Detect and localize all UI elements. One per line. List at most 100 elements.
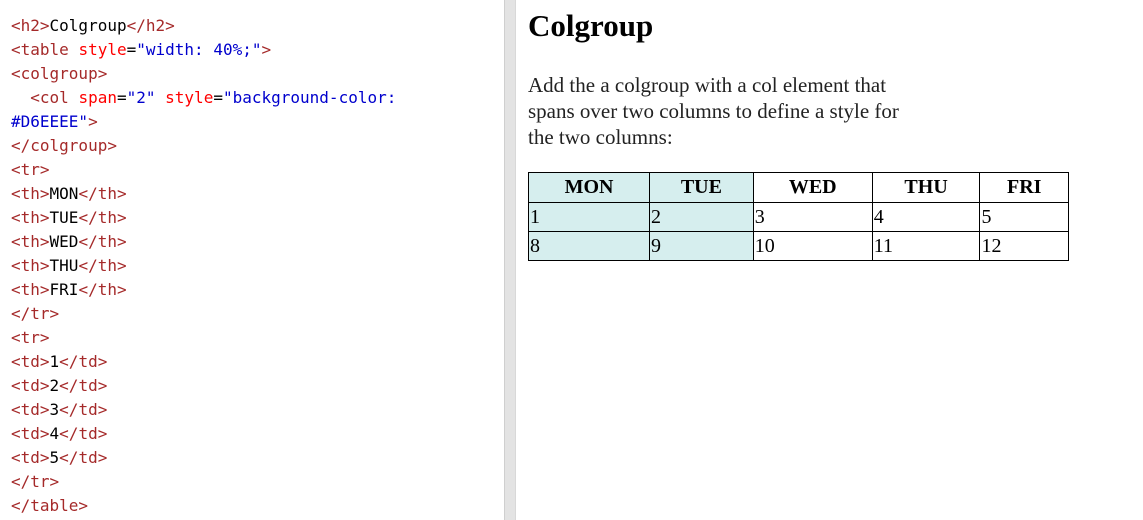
code-token-txt: =	[213, 88, 223, 107]
code-token-txt: THU	[49, 256, 79, 275]
code-line: <col span="2" style="background-color:	[11, 86, 504, 110]
code-line: <th>FRI</th>	[11, 278, 504, 302]
code-token-tag: <th>	[11, 256, 50, 275]
table-cell: 11	[871, 231, 981, 261]
code-line: <td>5</td>	[11, 446, 504, 470]
code-token-tag: </td>	[59, 400, 108, 419]
code-line: </colgroup>	[11, 134, 504, 158]
code-line: <td>4</td>	[11, 422, 504, 446]
code-line: #D6EEEE">	[11, 110, 504, 134]
header-cell: TUE	[649, 172, 754, 203]
code-token-tag: <h2>	[11, 16, 50, 35]
code-token-txt: =	[126, 40, 137, 59]
table-cell: 5	[979, 202, 1069, 232]
code-line: <table style="width: 40%;">	[11, 38, 504, 62]
code-token-tag: </th>	[78, 184, 127, 203]
code-token-tag: >	[88, 112, 98, 131]
code-token-txt: FRI	[49, 280, 79, 299]
code-token-tag: </th>	[78, 208, 127, 227]
code-token-tag: </td>	[59, 352, 108, 371]
code-token-tag: <colgroup>	[11, 64, 108, 83]
code-token-tag: </th>	[78, 256, 127, 275]
code-token-tag: <td>	[11, 352, 50, 371]
code-token-txt: Colgroup	[49, 16, 127, 35]
code-token-txt	[156, 88, 166, 107]
code-token-txt: 1	[49, 352, 60, 371]
table-row: 1 2 3 4 5	[527, 202, 1069, 232]
code-token-txt: TUE	[49, 208, 79, 227]
table-cell: 3	[752, 202, 873, 232]
code-token-tag: </th>	[78, 280, 127, 299]
table-cell: 4	[871, 202, 981, 232]
code-line: <tr>	[11, 158, 504, 182]
code-token-val: "width: 40%;"	[136, 40, 262, 59]
code-token-tag: </td>	[59, 448, 108, 467]
code-token-tag: >	[261, 40, 272, 59]
code-token-tag: </tr>	[11, 472, 60, 491]
demo-table: MON TUE WED THU FRI 1 2 3 4 5 8 9 10 11 …	[527, 172, 1069, 261]
code-editor[interactable]: <h2>Colgroup</h2><table style="width: 40…	[0, 0, 504, 518]
code-token-val: "background-color:	[222, 88, 397, 107]
header-cell: THU	[871, 172, 981, 203]
code-token-tag: </td>	[59, 424, 108, 443]
code-token-tag: </td>	[59, 376, 108, 395]
code-token-tag: </tr>	[11, 304, 60, 323]
code-line: <colgroup>	[11, 62, 504, 86]
code-token-attr: span	[78, 88, 117, 107]
code-line: </tr>	[11, 302, 504, 326]
code-token-val: #D6EEEE"	[11, 112, 89, 131]
code-token-tag: </table>	[11, 496, 89, 515]
code-token-tag: </colgroup>	[11, 136, 117, 155]
code-token-tag: <td>	[11, 376, 50, 395]
code-line: <th>WED</th>	[11, 230, 504, 254]
table-cell: 2	[649, 202, 754, 232]
code-token-tag: </th>	[78, 232, 127, 251]
table-cell: 1	[527, 202, 651, 232]
code-token-tag: <th>	[11, 280, 50, 299]
code-line: <td>3</td>	[11, 398, 504, 422]
table-cell: 8	[527, 231, 651, 261]
header-cell: WED	[752, 172, 873, 203]
code-line: <h2>Colgroup</h2>	[11, 14, 504, 38]
code-token-tag: <td>	[11, 424, 50, 443]
code-token-tag: <th>	[11, 208, 50, 227]
header-cell: FRI	[979, 172, 1069, 203]
code-token-txt: 4	[49, 424, 60, 443]
table-cell: 9	[649, 231, 754, 261]
result-preview-panel: Colgroup Add the a colgroup with a col e…	[516, 0, 1143, 520]
code-token-val: "2"	[126, 88, 156, 107]
header-cell: MON	[527, 172, 651, 203]
code-line: <th>TUE</th>	[11, 206, 504, 230]
code-token-tag: <col	[11, 88, 79, 107]
code-token-txt: 5	[49, 448, 60, 467]
code-line: </table>	[11, 494, 504, 518]
code-token-txt: 3	[49, 400, 60, 419]
table-cell: 12	[979, 231, 1069, 261]
preview-description: Add the a colgroup with a col element th…	[528, 73, 899, 149]
code-token-txt: MON	[49, 184, 79, 203]
code-token-tag: </h2>	[126, 16, 175, 35]
code-token-attr: style	[78, 40, 127, 59]
code-token-attr: style	[165, 88, 214, 107]
code-token-txt: WED	[49, 232, 79, 251]
code-token-txt: 2	[49, 376, 60, 395]
code-line: <th>THU</th>	[11, 254, 504, 278]
code-token-tag: <tr>	[11, 160, 50, 179]
code-token-tag: <td>	[11, 400, 50, 419]
code-line: </tr>	[11, 470, 504, 494]
code-token-tag: <table	[11, 40, 79, 59]
panel-resize-handle[interactable]	[504, 0, 516, 520]
table-row: 8 9 10 11 12	[527, 231, 1069, 261]
code-line: <td>2</td>	[11, 374, 504, 398]
code-line: <td>1</td>	[11, 350, 504, 374]
code-token-tag: <tr>	[11, 328, 50, 347]
code-line: <th>MON</th>	[11, 182, 504, 206]
code-token-tag: <td>	[11, 448, 50, 467]
code-token-tag: <th>	[11, 184, 50, 203]
code-line: <tr>	[11, 326, 504, 350]
code-token-tag: <th>	[11, 232, 50, 251]
code-editor-panel[interactable]: <h2>Colgroup</h2><table style="width: 40…	[0, 0, 504, 520]
table-header-row: MON TUE WED THU FRI	[527, 172, 1069, 203]
code-token-txt: =	[116, 88, 127, 107]
preview-heading: Colgroup	[528, 8, 654, 43]
